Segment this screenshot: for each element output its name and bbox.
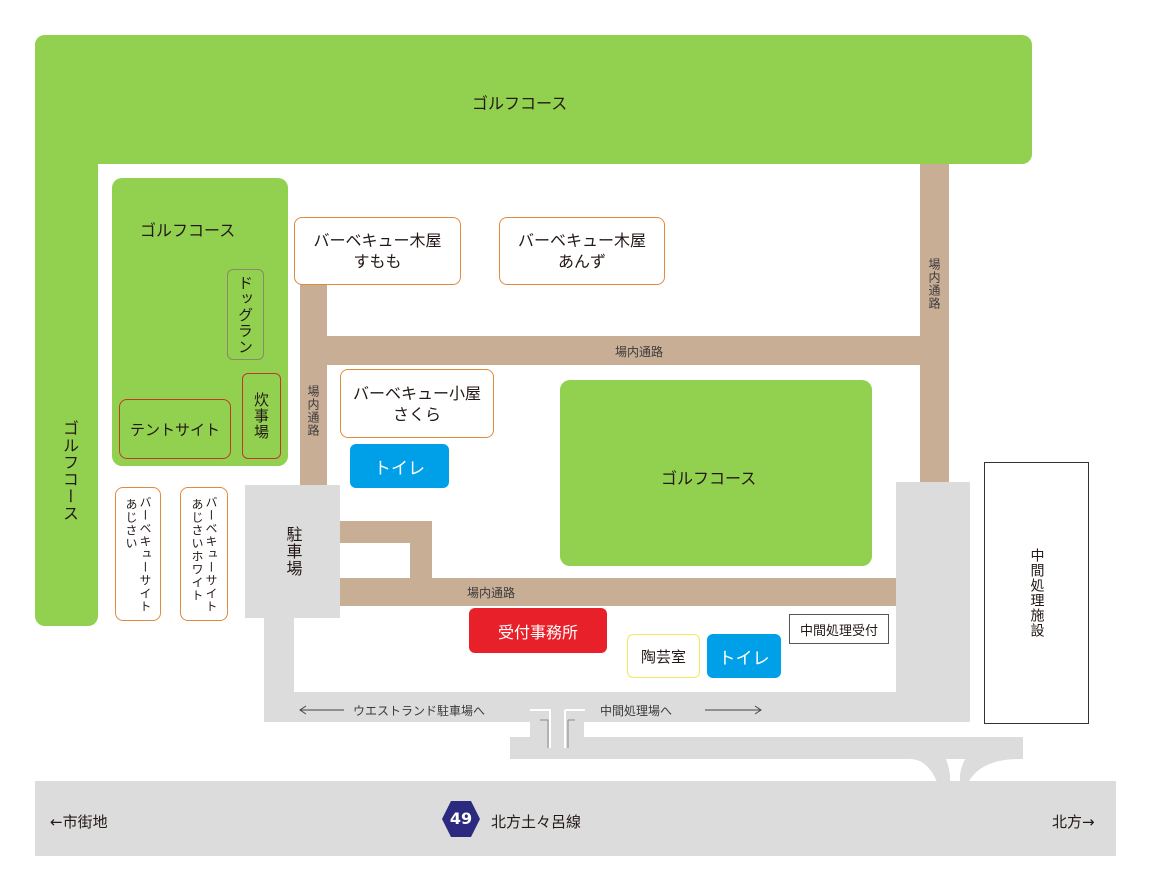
- to-mid-facility-label: 中間処理場へ: [600, 704, 673, 718]
- paved-lane-right: [896, 482, 970, 722]
- bbq-hut-sakura-line2: さくら: [392, 404, 441, 424]
- bbq-site-ajisai-white: バーベキューサイト あじさいホワイト: [180, 487, 228, 621]
- toilet-upper-label: トイレ: [374, 458, 425, 479]
- road-connector-right: [410, 521, 432, 581]
- tent-site: テントサイト: [119, 399, 231, 459]
- reception-office: 受付事務所: [469, 608, 607, 653]
- golf-course-left-label: ゴルフコース: [60, 420, 79, 522]
- road-horizontal-upper: [300, 336, 949, 365]
- to-kitakata-label: 北方→: [1052, 813, 1095, 831]
- parking-label: 駐車場: [283, 526, 303, 577]
- to-west-parking-label: ウエストランド駐車場へ: [353, 704, 486, 718]
- mid-processing-reception: 中間処理受付: [789, 614, 889, 644]
- route-49-road: [35, 781, 1116, 856]
- road-vertical-right: [920, 164, 949, 484]
- bbq-cabin-sumomo: バーベキュー木屋 すもも: [294, 217, 461, 285]
- road-junction: [910, 737, 1020, 790]
- road-horizontal-lower: [340, 578, 896, 606]
- arrow-right: [705, 705, 762, 715]
- mid-processing-reception-label: 中間処理受付: [799, 623, 878, 639]
- paved-entrance: [510, 737, 1023, 759]
- route-name-label: 北方土々呂線: [491, 813, 582, 831]
- pottery-room: 陶芸室: [627, 634, 700, 678]
- road-label-left: 場内通路: [306, 385, 320, 437]
- bbq-site-ajisai-white-line2: あじさいホワイト: [190, 498, 204, 602]
- bbq-site-ajisai-line2: あじさい: [124, 498, 138, 550]
- golf-course-inner-label: ゴルフコース: [140, 221, 236, 240]
- parking-area: 駐車場: [245, 485, 340, 618]
- road-label-right: 場内通路: [927, 258, 941, 310]
- bbq-cabin-anzu: バーベキュー木屋 あんず: [499, 217, 665, 285]
- road-connector-top: [340, 521, 432, 543]
- golf-course-center-label: ゴルフコース: [661, 469, 757, 488]
- bbq-hut-sakura-line1: バーベキュー小屋: [352, 383, 481, 403]
- golf-course-top: [35, 35, 1032, 164]
- bbq-cabin-sumomo-line1: バーベキュー木屋: [313, 231, 442, 250]
- bbq-cabin-anzu-line1: バーベキュー木屋: [517, 231, 646, 250]
- road-label-upper: 場内通路: [615, 345, 664, 359]
- pottery-room-label: 陶芸室: [640, 647, 686, 666]
- golf-course-top-label: ゴルフコース: [472, 94, 568, 113]
- cooking-area: 炊事場: [242, 373, 281, 459]
- bbq-site-ajisai: バーベキューサイト あじさい: [115, 487, 161, 621]
- entry-lanes: [530, 706, 584, 741]
- tent-site-label: テントサイト: [129, 420, 220, 439]
- toilet-lower: トイレ: [707, 634, 781, 678]
- arrow-left: [299, 705, 344, 715]
- mid-processing-facility: 中間処理施設: [984, 462, 1089, 724]
- to-city-label: ←市街地: [50, 813, 108, 831]
- paved-lane-bottom: [264, 692, 970, 722]
- road-label-lower: 場内通路: [467, 586, 516, 600]
- toilet-upper: トイレ: [350, 444, 449, 488]
- bbq-hut-sakura: バーベキュー小屋 さくら: [340, 369, 494, 438]
- dog-run-label: ドッグラン: [236, 274, 254, 355]
- bbq-cabin-anzu-line2: あんず: [557, 252, 606, 271]
- toilet-lower-label: トイレ: [718, 648, 770, 669]
- road-vertical-left: [300, 283, 327, 493]
- bbq-site-ajisai-white-line1: バーベキューサイト: [204, 495, 218, 613]
- cooking-area-label: 炊事場: [252, 392, 270, 440]
- bbq-site-ajisai-line1: バーベキューサイト: [138, 495, 152, 613]
- golf-course-inner: [112, 178, 288, 466]
- route-49-number: 49: [449, 809, 473, 828]
- golf-course-left: [35, 35, 98, 626]
- bbq-cabin-sumomo-line2: すもも: [353, 252, 402, 271]
- reception-office-label: 受付事務所: [497, 622, 578, 642]
- golf-course-center: [560, 380, 872, 566]
- dog-run: ドッグラン: [227, 269, 264, 360]
- mid-processing-facility-label: 中間処理施設: [1028, 548, 1045, 638]
- route-49-badge: [442, 801, 480, 837]
- entry-lane-lines: [530, 709, 585, 748]
